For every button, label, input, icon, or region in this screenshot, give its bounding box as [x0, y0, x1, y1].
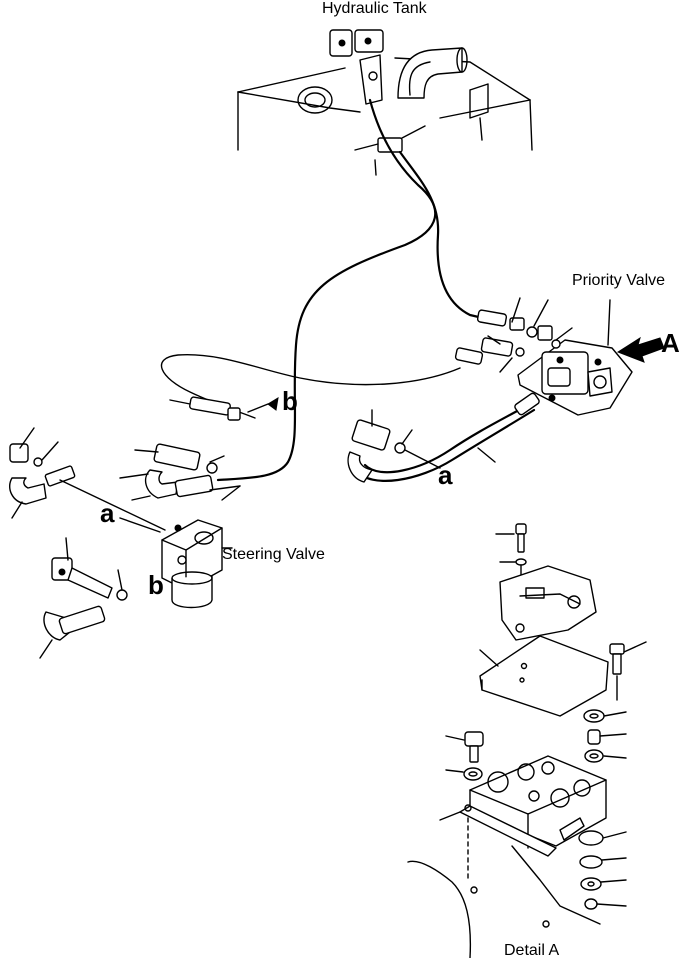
- priority-valve-label: Priority Valve: [572, 272, 666, 289]
- steering-valve-label: Steering Valve: [222, 546, 325, 563]
- hydraulic-tank-label: Hydraulic Tank: [322, 0, 427, 17]
- hose-a-callout-right: a: [438, 460, 453, 490]
- hose-b-callout-left: b: [148, 570, 164, 600]
- hose-routing: [160, 98, 502, 482]
- hose-b-assembly: [169, 396, 279, 421]
- steering-valve: [161, 519, 233, 609]
- detail-a-label: Detail A: [504, 942, 560, 959]
- left-fittings: [8, 427, 166, 659]
- hose-b-callout-right: b: [282, 386, 298, 416]
- hydraulic-tank: [237, 29, 533, 176]
- middle-fittings: [119, 443, 241, 501]
- hose-a-callout-left: a: [100, 498, 115, 528]
- detail-a-assembly: [407, 523, 647, 958]
- view-a-callout: A: [661, 328, 680, 358]
- priority-valve: [454, 297, 665, 416]
- hose-a-assembly: [347, 392, 540, 483]
